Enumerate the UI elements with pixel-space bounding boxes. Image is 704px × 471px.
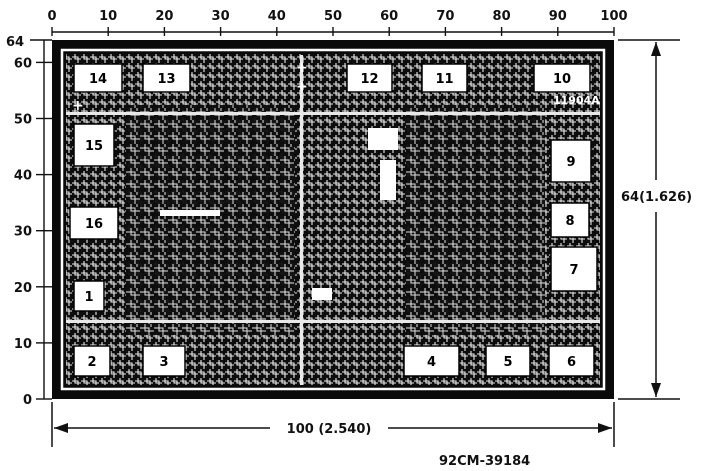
bonding-pad-8: 8: [550, 202, 590, 238]
pin-mark-plus: +: [296, 79, 308, 95]
bonding-pad-10: 10: [533, 63, 591, 93]
pin-mark-plus: +: [296, 60, 308, 76]
top-axis-tick-label: 20: [155, 9, 173, 24]
bonding-pad-11: 11: [421, 63, 468, 93]
top-axis-tick-label: 90: [549, 9, 567, 24]
top-axis-tick-label: 0: [47, 9, 56, 24]
pad-number: 5: [503, 355, 512, 370]
width-dimension: 100 (2.540): [51, 402, 615, 447]
top-axis-tick-label: 10: [99, 9, 117, 24]
pad-number: 15: [85, 139, 103, 154]
top-axis-tick-label: 40: [268, 9, 286, 24]
bonding-pad-12: 12: [346, 63, 393, 93]
bonding-pad-7: 7: [550, 246, 598, 292]
pad-number: 2: [87, 355, 96, 370]
bonding-pad-6: 6: [548, 345, 595, 377]
top-axis-tick-label: 60: [380, 9, 398, 24]
pad-number: 8: [565, 214, 574, 229]
bonding-pad-1: 1: [73, 280, 105, 312]
pad-number: 10: [553, 72, 571, 87]
bonding-pad-14: 14: [73, 63, 123, 93]
pin-mark-plus: +: [72, 98, 84, 114]
drawing-number: 92CM-39184: [439, 454, 530, 469]
bonding-pad-15: 15: [73, 123, 115, 167]
top-axis: 0 10 20 30 40 50 60 70 80 90 100: [47, 9, 628, 36]
top-axis-tick-label: 80: [493, 9, 511, 24]
left-axis: 0 10 20 30 40 50 60 64: [6, 35, 52, 408]
bonding-pad-5: 5: [485, 345, 531, 377]
left-axis-tick-label: 0: [23, 393, 32, 408]
pad-number: 9: [566, 155, 575, 170]
left-axis-tick-label: 20: [14, 281, 32, 296]
left-axis-tick-label: 30: [14, 225, 32, 240]
pad-number: 6: [567, 355, 576, 370]
pad-number: 11: [435, 72, 453, 87]
bonding-pad-2: 2: [73, 345, 111, 377]
left-axis-tick-label: 10: [14, 337, 32, 352]
bonding-pad-13: 13: [142, 63, 191, 93]
pad-number: 16: [85, 217, 103, 232]
top-axis-tick-label: 100: [600, 9, 627, 24]
bonding-pad-4: 4: [403, 345, 460, 377]
pad-number: 3: [159, 355, 168, 370]
height-dimension: 64(1.626): [618, 39, 692, 400]
top-axis-tick-label: 50: [324, 9, 342, 24]
chip-marking: 11904A: [553, 94, 600, 107]
chip-die: [52, 40, 614, 399]
pad-number: 14: [89, 72, 107, 87]
width-label: 100 (2.540): [287, 422, 372, 437]
left-axis-tick-label: 60: [14, 56, 32, 71]
pad-number: 1: [84, 290, 93, 305]
bonding-pad-9: 9: [550, 139, 592, 183]
pad-number: 13: [157, 72, 175, 87]
top-axis-tick-label: 30: [212, 9, 230, 24]
bonding-pad-16: 16: [69, 206, 119, 240]
left-axis-top-label: 64: [6, 35, 24, 50]
pad-number: 7: [569, 263, 578, 278]
pad-number: 4: [427, 355, 436, 370]
height-label: 64(1.626): [621, 190, 692, 205]
left-axis-tick-label: 40: [14, 169, 32, 184]
pad-number: 12: [360, 72, 378, 87]
bonding-pad-3: 3: [142, 345, 186, 377]
left-axis-tick-label: 50: [14, 113, 32, 128]
top-axis-tick-label: 70: [436, 9, 454, 24]
